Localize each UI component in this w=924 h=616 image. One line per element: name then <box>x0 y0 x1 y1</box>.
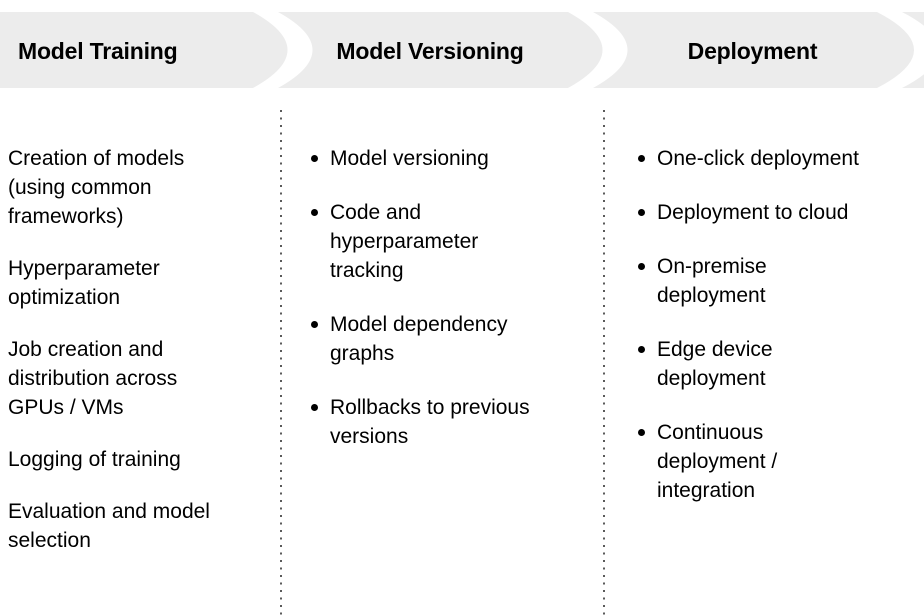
list-item: Edge device deployment <box>635 335 872 393</box>
list-item: Code and hyperparameter tracking <box>308 198 552 285</box>
list-item: One-click deployment <box>635 144 872 173</box>
list-item: Continuous deployment / integration <box>635 418 872 505</box>
list-item: Deployment to cloud <box>635 198 872 227</box>
dotted-divider-1 <box>280 110 282 616</box>
dotted-divider-2 <box>603 110 605 616</box>
list-item: Creation of models (using common framewo… <box>8 147 185 228</box>
list-item: Logging of training <box>8 448 181 471</box>
list-item: Job creation and distribution across GPU… <box>8 338 178 419</box>
stage-header-model-training: Model Training <box>18 37 178 64</box>
stage-header-deployment: Deployment <box>687 37 818 64</box>
stage-shape-model-training <box>0 12 288 88</box>
stage-shape-model-versioning <box>278 12 603 88</box>
column-model-training-list: Creation of models (using common framewo… <box>8 144 233 578</box>
list-item: Model dependency graphs <box>308 310 552 368</box>
stage-shape-deployment <box>593 12 914 88</box>
stage-shape-next-partial <box>902 12 924 88</box>
pipeline-banner-band <box>0 12 924 88</box>
stage-header-model-versioning: Model Versioning <box>336 37 524 64</box>
list-item: Model versioning <box>308 144 552 173</box>
list-item: On-premise deployment <box>635 252 872 310</box>
list-item: Hyperparameter optimization <box>8 257 160 309</box>
list-item: Rollbacks to previous versions <box>308 393 552 451</box>
list-item: Evaluation and model selection <box>8 500 210 552</box>
